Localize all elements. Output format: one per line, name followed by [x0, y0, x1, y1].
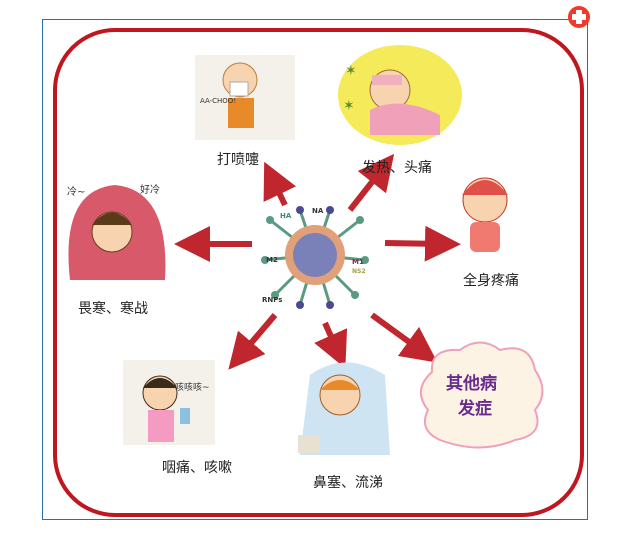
throat-caption: 咳咳咳~ [175, 381, 210, 393]
arrows [174, 153, 461, 370]
virus-label-m1: M1 [352, 258, 364, 266]
nose-illustration [298, 362, 390, 455]
chills-caption-right: 好冷 [140, 183, 160, 196]
arrow-fever [347, 153, 395, 212]
label-nose: 鼻塞、流涕 [313, 474, 383, 491]
virus-icon: HA NA M2 M1 NS2 RNPs [261, 206, 369, 309]
sneeze-illustration: AA-CHOO! [195, 55, 295, 140]
image-frame [42, 19, 588, 520]
virus-label-m2: M2 [266, 256, 278, 264]
chills-caption-left: 冷~ [67, 185, 85, 198]
virus-label-ns2: NS2 [352, 268, 366, 275]
arrow-sneeze [263, 161, 297, 207]
arrow-other [370, 312, 438, 363]
label-fever: 发热、头痛 [362, 159, 432, 176]
fever-illustration: ✶ ✶ [338, 45, 462, 145]
svg-text:✶: ✶ [345, 63, 357, 79]
label-chills: 畏寒、寒战 [78, 300, 148, 317]
label-throat: 咽痛、咳嗽 [162, 459, 232, 476]
throat-illustration: 咳咳咳~ [123, 360, 215, 445]
other-line1: 其他病 [446, 373, 497, 394]
arrow-body-ache [384, 225, 461, 262]
virus-label-ha: HA [280, 212, 292, 220]
sneeze-caption: AA-CHOO! [200, 97, 236, 105]
label-sneeze: 打喷嚏 [217, 151, 259, 168]
virus-label-na: NA [312, 207, 324, 215]
label-body-ache: 全身疼痛 [463, 272, 519, 289]
virus-label-rnps: RNPs [262, 296, 282, 304]
red-rounded-border [53, 28, 584, 517]
arrow-throat [228, 313, 278, 370]
arrow-nose [314, 321, 348, 369]
other-complications-cloud: 其他病 发症 [420, 341, 544, 449]
add-button[interactable] [568, 6, 590, 28]
chills-illustration: 冷~ 好冷 [67, 183, 166, 280]
other-line2: 发症 [457, 398, 492, 419]
svg-text:✶: ✶ [343, 98, 355, 114]
body-ache-illustration [462, 177, 508, 252]
